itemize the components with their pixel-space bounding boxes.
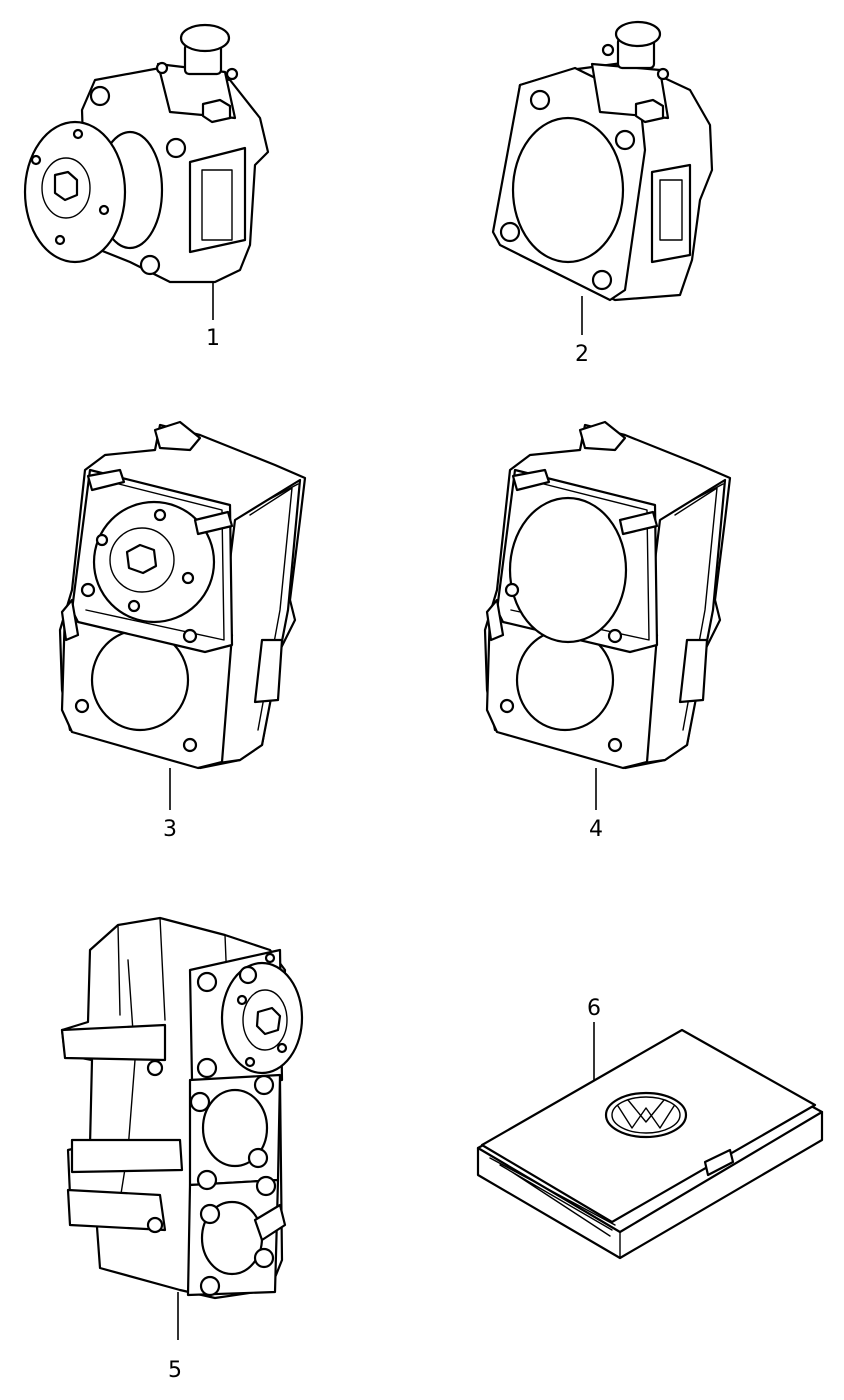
callout-6: 6	[587, 996, 601, 1021]
callout-2: 2	[575, 342, 589, 367]
vw-logo-icon	[604, 1091, 688, 1139]
part-1-pump-flange	[23, 23, 270, 320]
callout-1: 1	[206, 326, 220, 351]
part-6-manual-booklet	[476, 1022, 824, 1260]
callout-4: 4	[589, 817, 603, 842]
part-5-gearbox-assembly	[60, 916, 304, 1340]
part-2-pump-square-flange	[491, 20, 714, 335]
callout-3: 3	[163, 817, 177, 842]
part-3-gear-housing-with-shaft	[58, 420, 307, 810]
callout-5: 5	[168, 1358, 182, 1383]
part-4-gear-housing	[483, 420, 732, 810]
